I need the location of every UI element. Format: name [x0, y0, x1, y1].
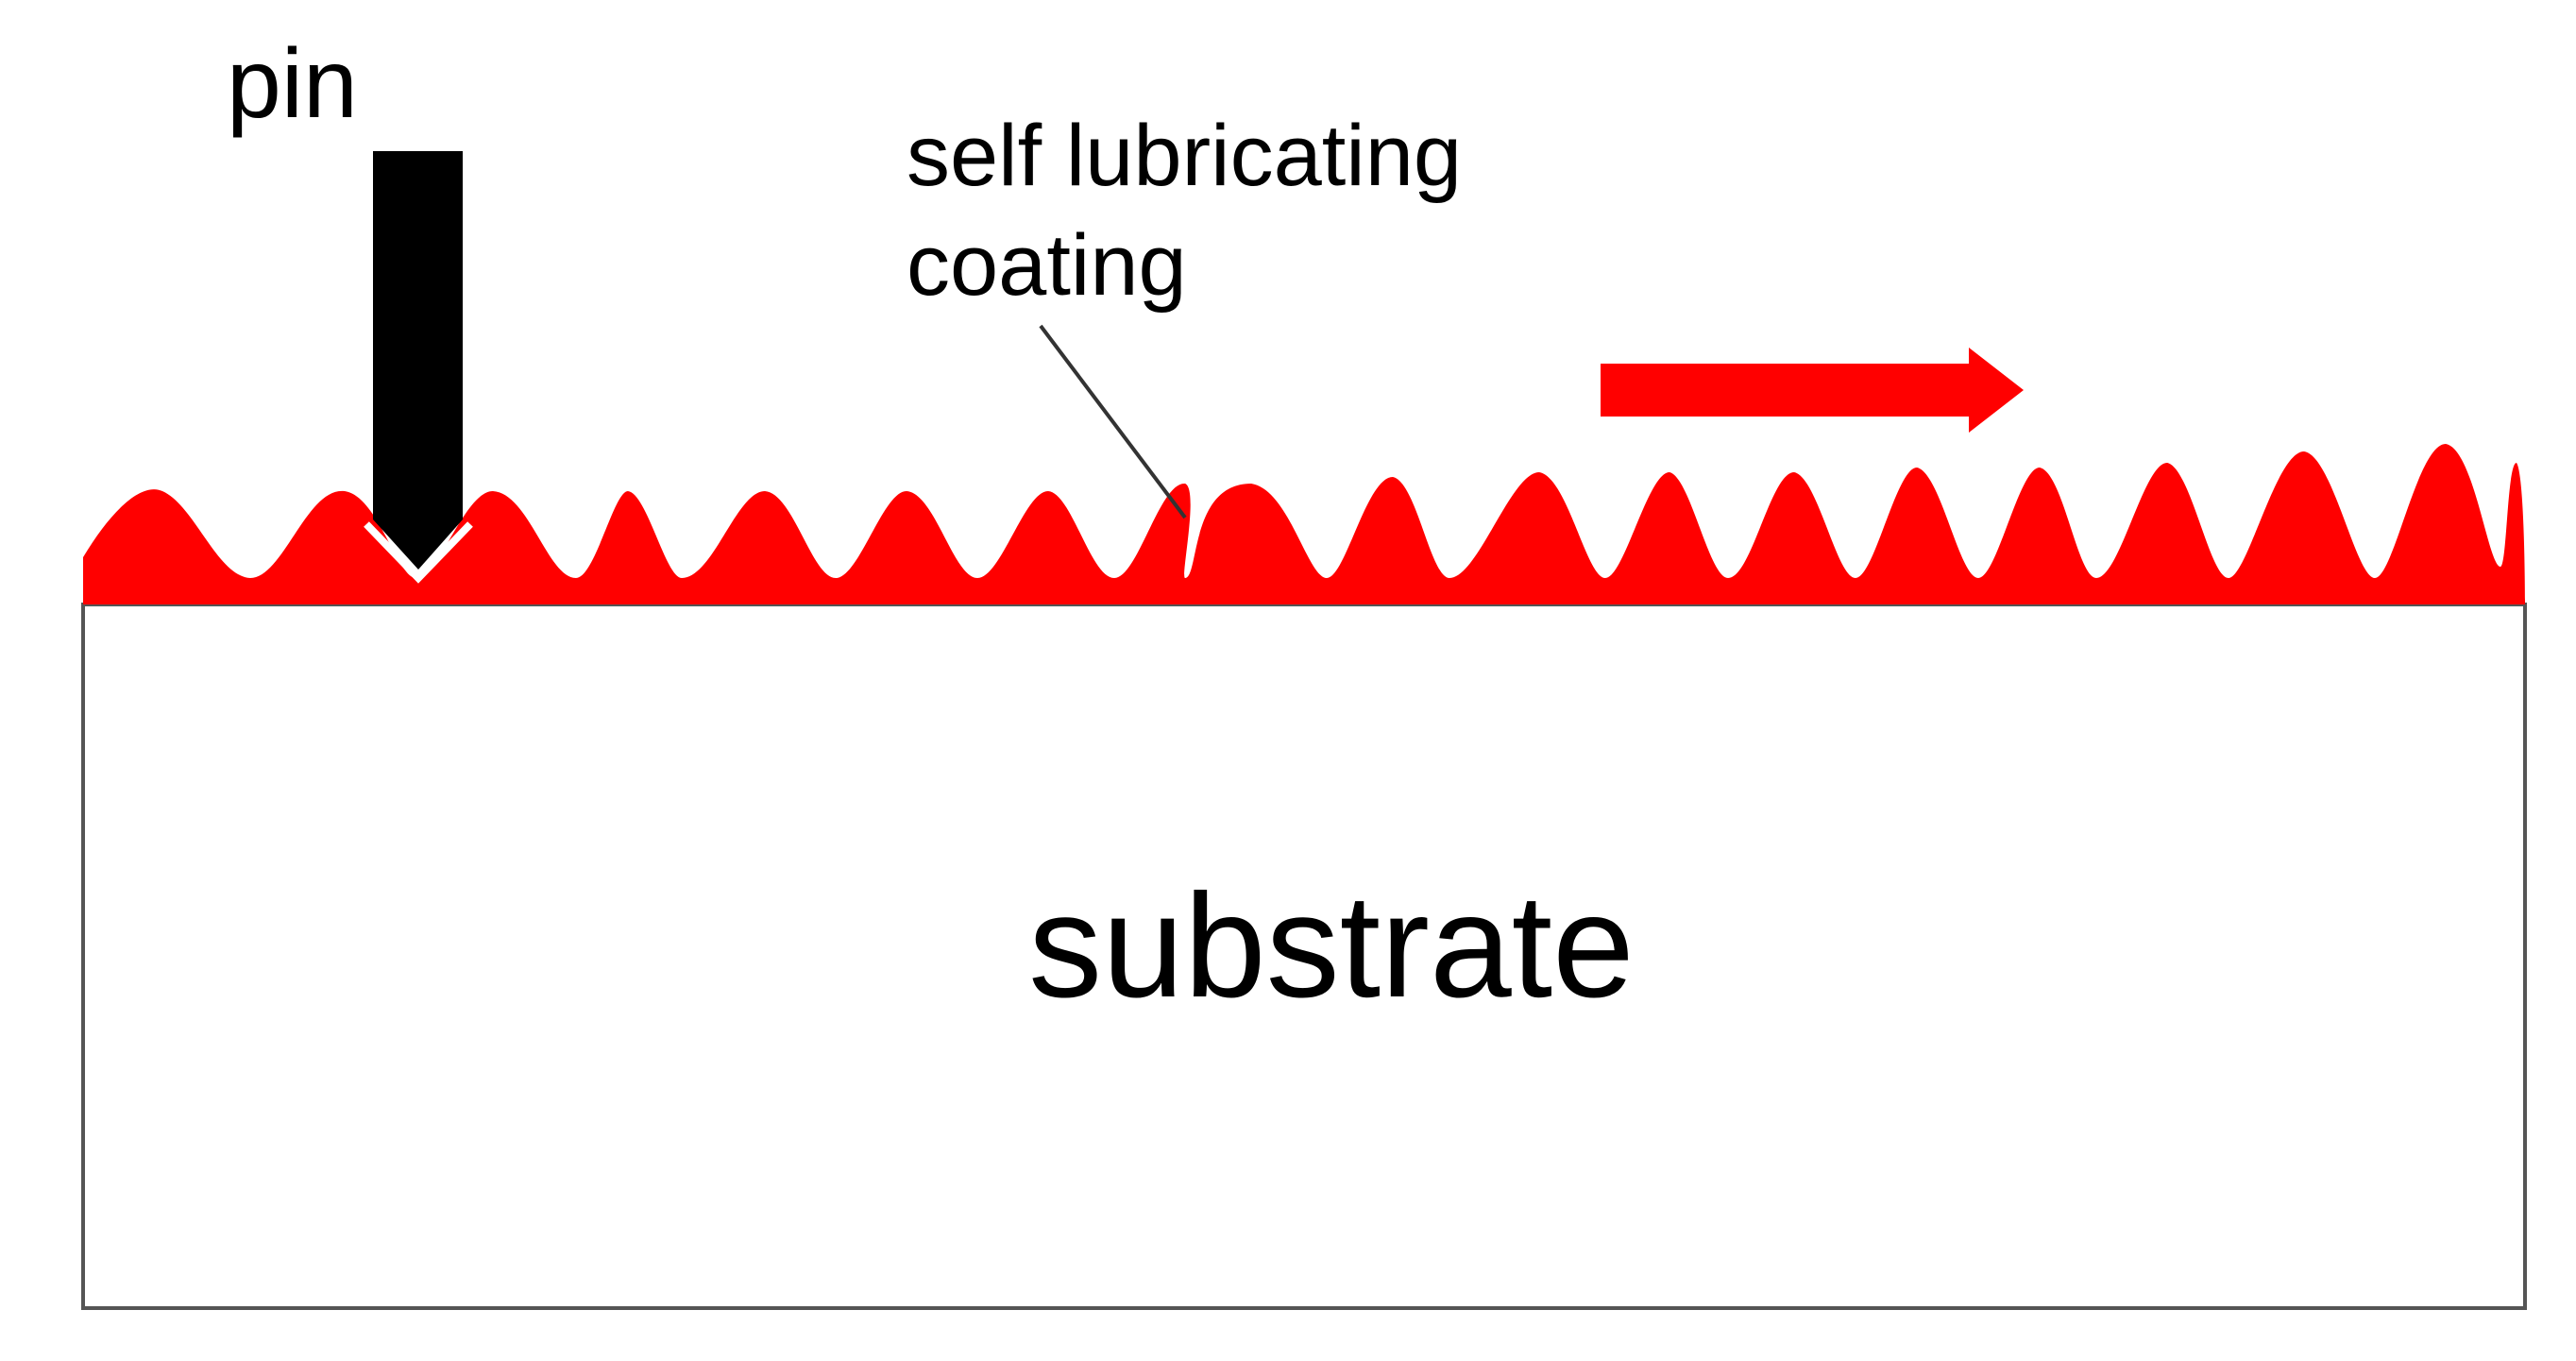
- coating-leader-line: [1039, 324, 1187, 519]
- coating-label-line2: coating: [907, 217, 1187, 314]
- substrate-label: substrate: [1028, 864, 1635, 1029]
- pin-label: pin: [227, 29, 358, 139]
- pin-tip-outline: [364, 521, 473, 584]
- substrate-block: [81, 603, 2527, 1310]
- self-lubricating-coating-layer: [83, 444, 2525, 604]
- pin-shape: [373, 151, 463, 570]
- motion-arrow-icon: [1601, 348, 2024, 433]
- coating-label-line1: self lubricating: [907, 108, 1462, 204]
